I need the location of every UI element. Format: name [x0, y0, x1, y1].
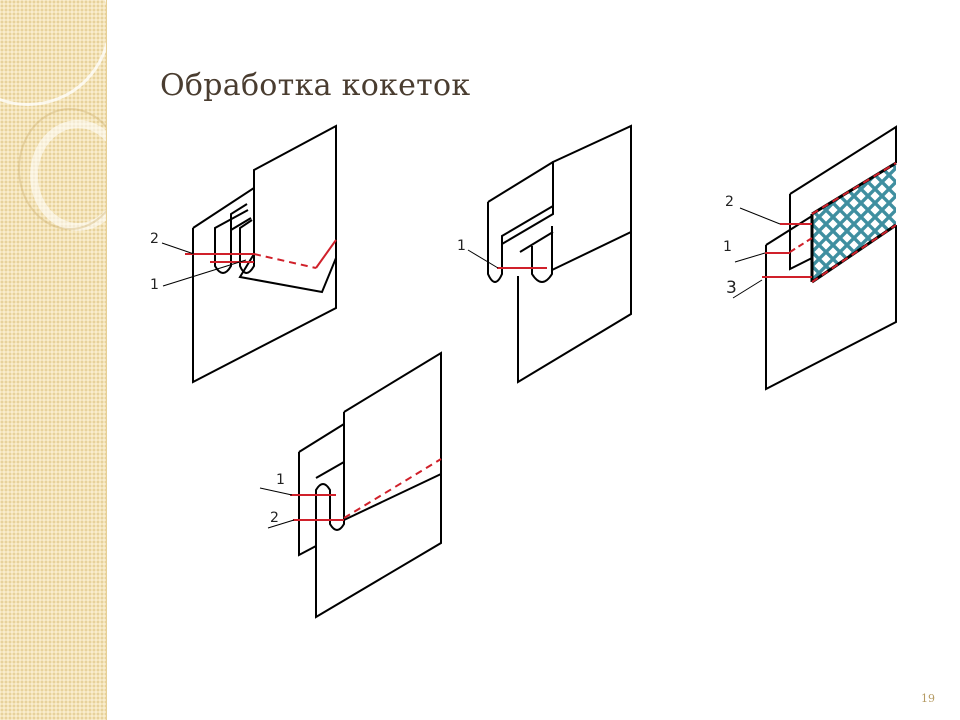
- leader-line-1: [162, 259, 247, 287]
- diagram-1: [192, 124, 337, 384]
- fold-loop-top: [315, 461, 345, 479]
- lower-panel: [765, 225, 897, 391]
- stitch-solid-end: [315, 239, 337, 269]
- diagram-1-stitches: [161, 239, 337, 287]
- diagram-1-label-1: 1: [150, 277, 159, 293]
- diagram-4-stitches: [259, 458, 442, 529]
- stitch-dashed-mid: [789, 237, 813, 253]
- lower-panel: [517, 230, 632, 384]
- fold-loop-2: [214, 240, 232, 274]
- leader-line-3: [732, 279, 763, 299]
- upper-panel: [343, 351, 442, 521]
- yoke-panel: [238, 170, 337, 294]
- leader-line-1: [467, 249, 499, 269]
- fold-loop-inner: [230, 217, 252, 240]
- interlining-patch: [812, 163, 896, 282]
- stitch-dashed: [253, 253, 317, 269]
- diagram-4-label-1: 1: [276, 472, 285, 488]
- upper-panel: [789, 125, 897, 271]
- diagram-3-label-1: 1: [723, 239, 732, 255]
- fold-loop: [315, 483, 345, 531]
- leader-line-2: [739, 207, 781, 225]
- stitch-dashed: [343, 458, 442, 519]
- decorative-sidebar: [0, 0, 107, 720]
- fold-loop-3: [239, 219, 255, 274]
- diagram-3-label-2: 2: [725, 194, 734, 210]
- lower-panel: [315, 474, 442, 619]
- leader-line-1: [259, 487, 293, 496]
- swirl-ornament: [18, 108, 106, 230]
- diagram-2-stitches: [467, 249, 547, 269]
- leader-line-2: [161, 242, 195, 255]
- upper-panel-left: [487, 161, 554, 203]
- diagram-3-stitches: [732, 162, 897, 299]
- stitch-dashed-bottom: [811, 224, 897, 283]
- diagram-2: [487, 124, 632, 384]
- page-number: 19: [921, 692, 935, 705]
- fold-loop: [501, 205, 554, 283]
- diagram-3-label-3: 3: [726, 278, 737, 298]
- upper-panel: [487, 124, 632, 283]
- diagram-4-label-2: 2: [270, 510, 279, 526]
- diagram-3: [765, 125, 897, 391]
- diagram-1-label-2: 2: [150, 231, 159, 247]
- leader-line-2: [267, 519, 295, 529]
- diagram-4: [298, 351, 442, 619]
- stitch-dashed-top: [811, 162, 897, 215]
- back-panel: [298, 423, 345, 557]
- slide-title: Обработка кокеток: [160, 68, 471, 103]
- leader-line-1: [734, 252, 766, 263]
- diagram-2-label-1: 1: [457, 238, 466, 254]
